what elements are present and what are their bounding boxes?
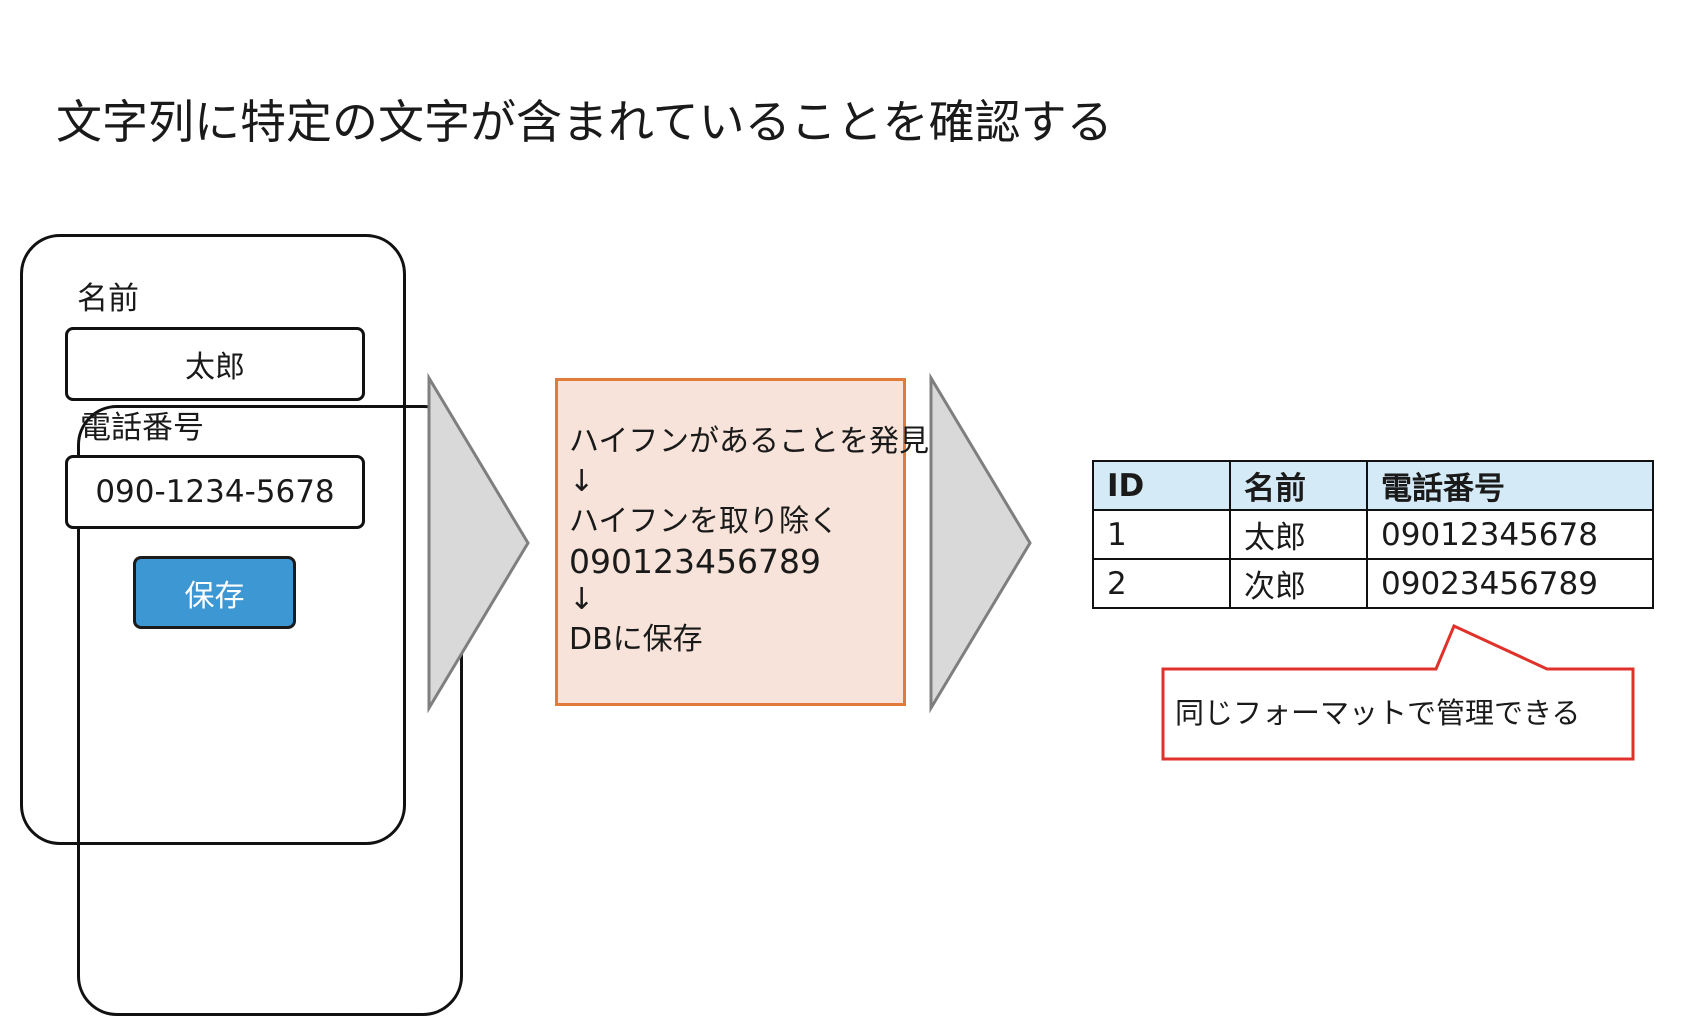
table-cell-id: 2 <box>1092 558 1231 609</box>
table-header-name: 名前 <box>1229 460 1368 511</box>
phone-mockup <box>20 234 406 845</box>
slide-title: 文字列に特定の文字が含まれていることを確認する <box>56 95 1113 149</box>
table-cell-name: 太郎 <box>1229 509 1368 560</box>
flow-arrow-1-shape <box>427 373 530 713</box>
flow-arrow-2-shape <box>929 373 1032 713</box>
name-label: 名前 <box>77 281 139 317</box>
process-step-remove: ハイフンを取り除く <box>569 504 839 539</box>
name-field[interactable]: 太郎 <box>65 327 365 401</box>
table-cell-id: 1 <box>1092 509 1231 560</box>
table-header-row: ID 名前 電話番号 <box>1092 460 1654 511</box>
process-step-save: DBに保存 <box>569 622 703 657</box>
process-arrow-down: ↓ <box>569 582 595 617</box>
db-table: ID 名前 電話番号 1 太郎 09012345678 2 次郎 0902345… <box>1092 460 1654 609</box>
process-step-result: 090123456789 <box>569 542 821 581</box>
callout-text: 同じフォーマットで管理できる <box>1175 696 1581 730</box>
table-cell-name: 次郎 <box>1229 558 1368 609</box>
process-box <box>555 378 906 706</box>
flow-arrow-1 <box>427 373 530 713</box>
process-arrow-down: ↓ <box>569 464 595 499</box>
table-cell-phone: 09012345678 <box>1366 509 1654 560</box>
table-row: 2 次郎 09023456789 <box>1092 558 1654 609</box>
table-cell-phone: 09023456789 <box>1366 558 1654 609</box>
table-header-id: ID <box>1092 460 1231 511</box>
phone-field[interactable]: 090-1234-5678 <box>65 455 365 529</box>
save-button[interactable]: 保存 <box>133 556 296 629</box>
process-step-detect: ハイフンがあることを発見 <box>569 424 929 459</box>
table-header-phone: 電話番号 <box>1366 460 1654 511</box>
flow-arrow-2 <box>929 373 1032 713</box>
table-row: 1 太郎 09012345678 <box>1092 509 1654 560</box>
